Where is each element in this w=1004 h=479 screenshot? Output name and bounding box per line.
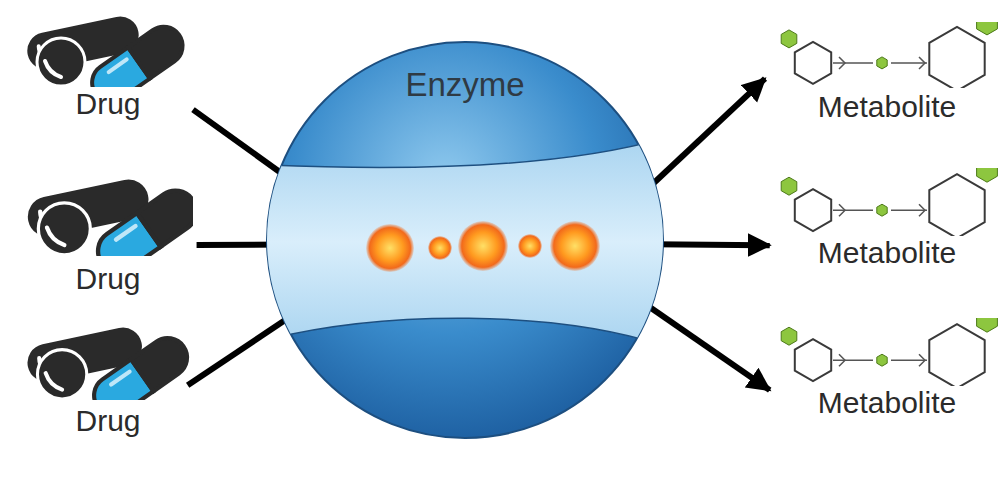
metabolite-node: Metabolite (765, 318, 1004, 424)
metabolite-label: Metabolite (765, 90, 1004, 124)
enzyme-label: Enzyme (265, 66, 665, 104)
metabolite-node: Metabolite (765, 22, 1004, 128)
metabolite-molecule-icon (765, 168, 1001, 236)
drug-capsules-icon (15, 326, 193, 400)
drug-capsules-icon (15, 178, 193, 256)
drug-capsules-icon (15, 15, 193, 87)
drug-node: Drug (15, 178, 201, 300)
metabolite-molecule-icon (765, 318, 1001, 386)
metabolite-molecule-icon (765, 22, 1001, 88)
metabolite-label: Metabolite (765, 236, 1004, 270)
enzyme-node: Enzyme (265, 40, 665, 440)
drug-label: Drug (15, 87, 201, 121)
drug-label: Drug (15, 404, 201, 438)
metabolite-node: Metabolite (765, 168, 1004, 274)
drug-node: Drug (15, 15, 201, 125)
drug-label: Drug (15, 262, 201, 296)
metabolite-label: Metabolite (765, 386, 1004, 420)
drug-node: Drug (15, 326, 201, 442)
